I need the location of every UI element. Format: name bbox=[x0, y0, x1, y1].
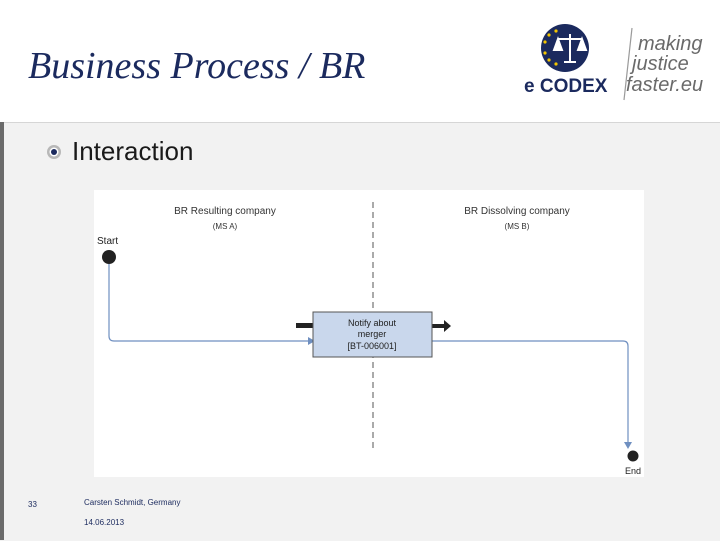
left-edge-bar bbox=[0, 122, 4, 540]
lane-right-title: BR Dissolving company bbox=[464, 206, 570, 217]
flow-arrowhead-2 bbox=[624, 442, 632, 449]
logo-divider bbox=[623, 27, 633, 101]
ecodex-logo: e CODEX making justice faster.eu bbox=[524, 24, 703, 101]
page-number: 33 bbox=[28, 500, 37, 509]
message-out-arrowhead bbox=[444, 320, 451, 332]
logo-tagline-3: faster.eu bbox=[626, 74, 703, 96]
scales-icon bbox=[552, 34, 588, 63]
logo-stars bbox=[543, 29, 558, 66]
flow-task-to-end bbox=[432, 340, 629, 442]
end-label: End bbox=[625, 466, 641, 476]
message-in-marker bbox=[296, 323, 313, 328]
slide-title: Business Process / BR bbox=[28, 45, 366, 87]
flow-start-to-task bbox=[108, 264, 308, 342]
logo-tagline-1: making bbox=[638, 33, 702, 55]
task-notify-merger bbox=[312, 311, 433, 358]
start-event bbox=[102, 250, 116, 264]
end-event bbox=[626, 449, 640, 463]
logo-brand: e CODEX bbox=[524, 76, 608, 97]
logo-emblem bbox=[541, 24, 589, 72]
logo-tagline-2: justice bbox=[629, 53, 689, 75]
lane-left-subtitle: (MS A) bbox=[213, 222, 238, 231]
message-out-marker bbox=[432, 324, 444, 328]
process-diagram: BR Resulting company (MS A) BR Dissolvin… bbox=[94, 190, 644, 477]
footer-date: 14.06.2013 bbox=[84, 518, 125, 527]
gear-bullet-icon bbox=[47, 145, 61, 159]
task-label-line1: Notify about bbox=[348, 318, 397, 328]
bullet-interaction: Interaction bbox=[72, 136, 194, 166]
task-label-line3: [BT-006001] bbox=[347, 341, 396, 351]
flow-arrowhead-1 bbox=[308, 337, 315, 345]
footer-author: Carsten Schmidt, Germany bbox=[84, 498, 181, 507]
start-label: Start bbox=[97, 236, 118, 247]
task-label-line2: merger bbox=[358, 329, 387, 339]
lane-left-title: BR Resulting company bbox=[174, 206, 276, 217]
lane-right-subtitle: (MS B) bbox=[505, 222, 530, 231]
